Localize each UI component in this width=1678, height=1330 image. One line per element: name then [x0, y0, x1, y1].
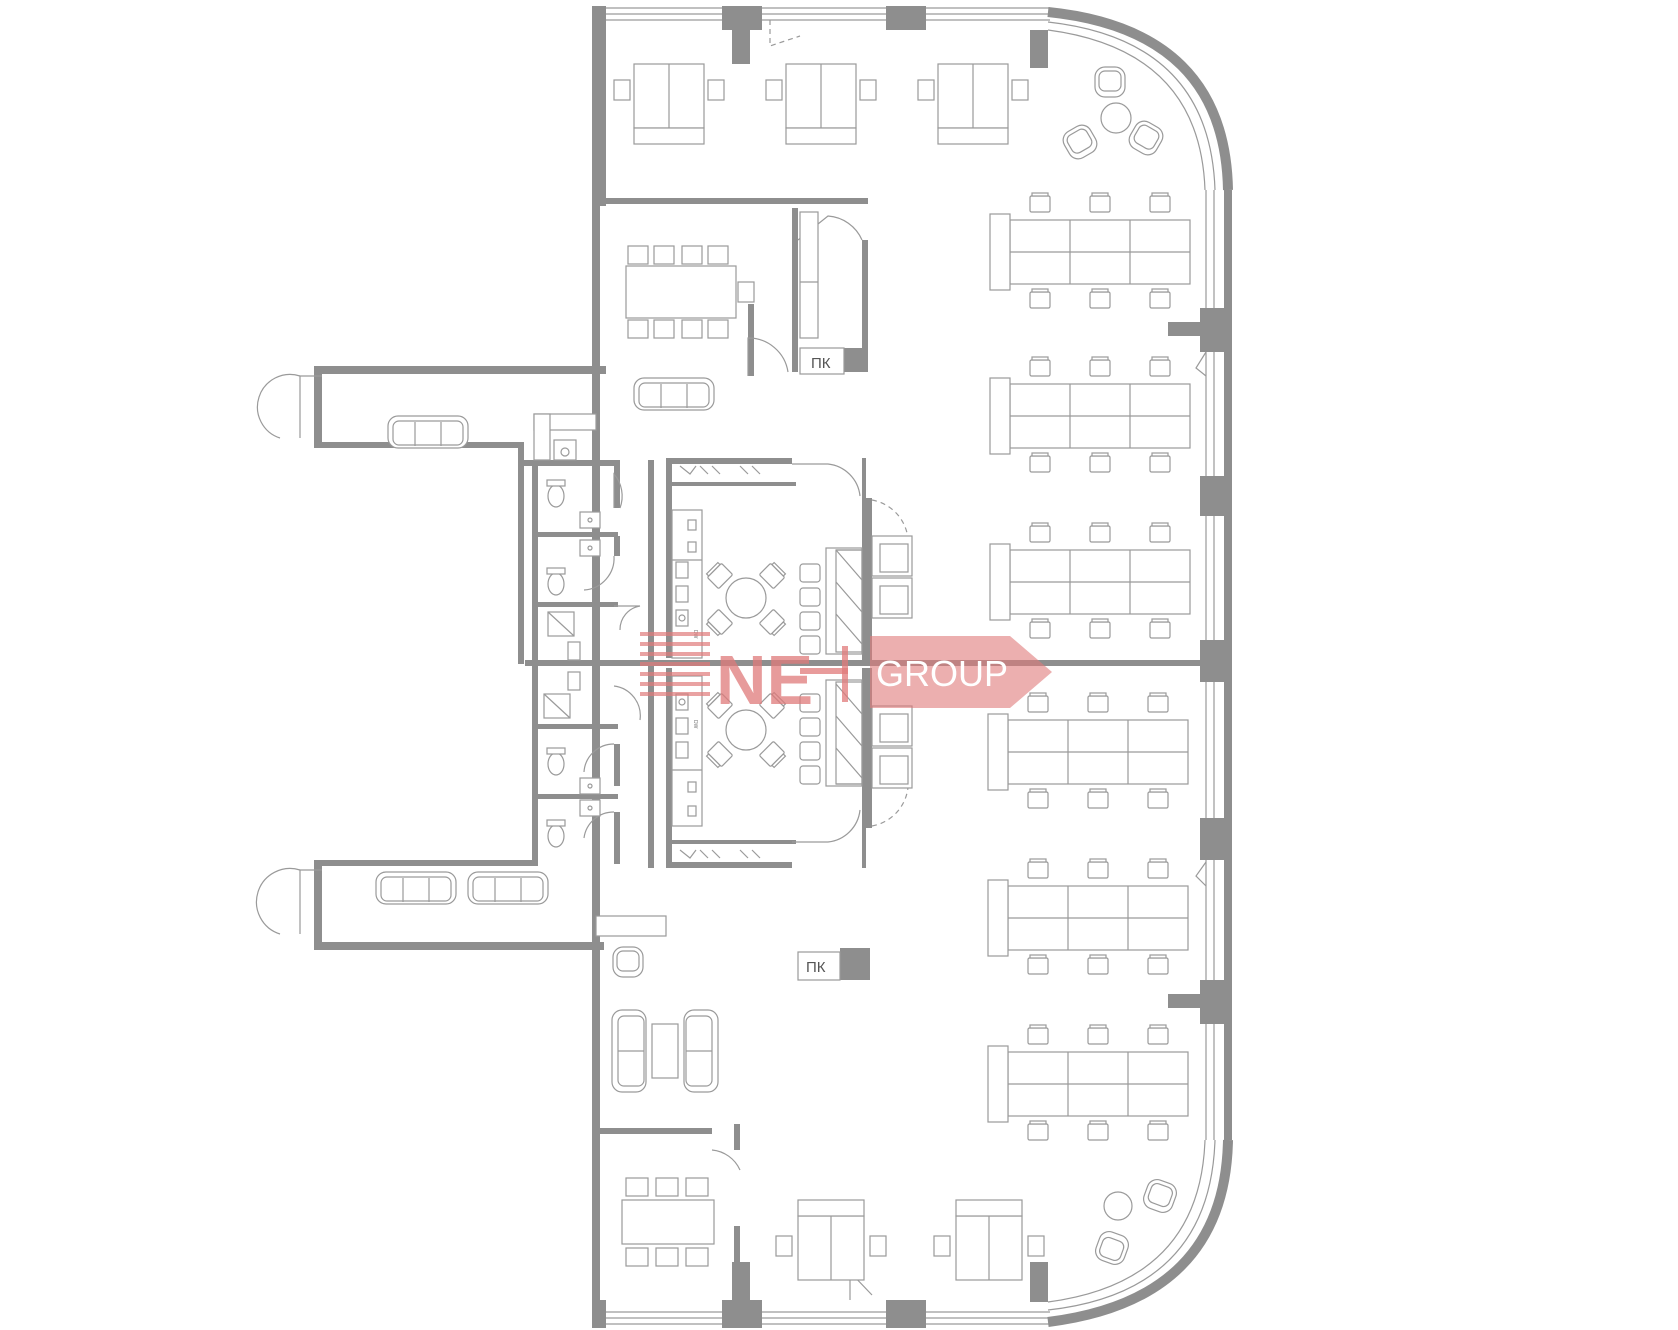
bottom-lounge	[1092, 1176, 1180, 1268]
top-lounge	[1058, 66, 1168, 164]
interior-walls	[314, 198, 872, 1306]
lower-lounge	[375, 871, 841, 1093]
dishwasher-label-lower: DW	[692, 720, 698, 729]
watermark-group: GROUP	[876, 653, 1008, 694]
upper-meeting-room	[625, 211, 845, 375]
top-office-desks	[613, 63, 1029, 145]
upper-kitchen: DW	[671, 465, 913, 659]
lower-meeting-room	[621, 1177, 715, 1267]
upper-corridor-furniture	[387, 377, 715, 461]
upper-restrooms	[546, 479, 601, 661]
bottom-office-desks	[775, 1199, 1045, 1281]
watermark-name: NE	[716, 641, 813, 719]
lower-restrooms	[543, 671, 601, 848]
outer-walls	[525, 6, 1233, 1328]
shaft-label-upper: ПК	[811, 355, 831, 372]
shaft-label-lower: ПК	[806, 959, 826, 976]
watermark-logo: NE GROUP	[640, 632, 1052, 719]
